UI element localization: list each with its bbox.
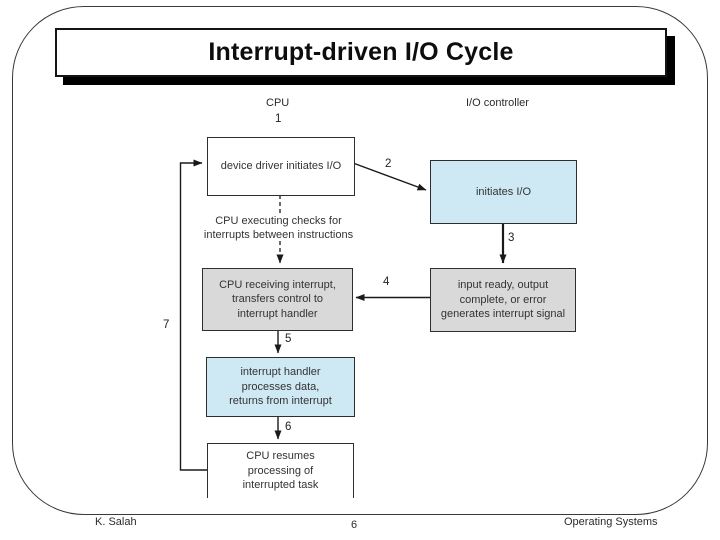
slide-border bbox=[12, 6, 708, 515]
flow-box-cpu-receiving-interrupt: CPU receiving interrupt, transfers contr… bbox=[202, 268, 353, 331]
step-label-6: 6 bbox=[285, 421, 292, 433]
step-label-7: 7 bbox=[163, 319, 170, 331]
note-cpu-executing-checks: CPU executing checks for interrupts betw… bbox=[203, 215, 354, 242]
step-label-5: 5 bbox=[285, 333, 292, 345]
step-label-1: 1 bbox=[275, 113, 282, 125]
step-label-4: 4 bbox=[383, 276, 390, 288]
title-box: Interrupt-driven I/O Cycle bbox=[55, 28, 667, 77]
column-header-io-controller: I/O controller bbox=[466, 97, 529, 109]
step-label-3: 3 bbox=[508, 232, 515, 244]
flow-box-input-ready: input ready, output complete, or error g… bbox=[430, 268, 576, 332]
flow-box-interrupt-handler: interrupt handler processes data, return… bbox=[206, 357, 355, 417]
footer-course: Operating Systems bbox=[564, 516, 658, 528]
flow-box-cpu-resumes: CPU resumes processing of interrupted ta… bbox=[207, 443, 354, 498]
flow-box-initiates-io: initiates I/O bbox=[430, 160, 577, 224]
step-label-2: 2 bbox=[385, 158, 392, 170]
footer-author: K. Salah bbox=[95, 516, 137, 528]
page-title: Interrupt-driven I/O Cycle bbox=[208, 38, 514, 66]
flow-box-device-driver: device driver initiates I/O bbox=[207, 137, 355, 196]
footer-page-number: 6 bbox=[351, 519, 358, 531]
column-header-cpu: CPU bbox=[266, 97, 290, 109]
